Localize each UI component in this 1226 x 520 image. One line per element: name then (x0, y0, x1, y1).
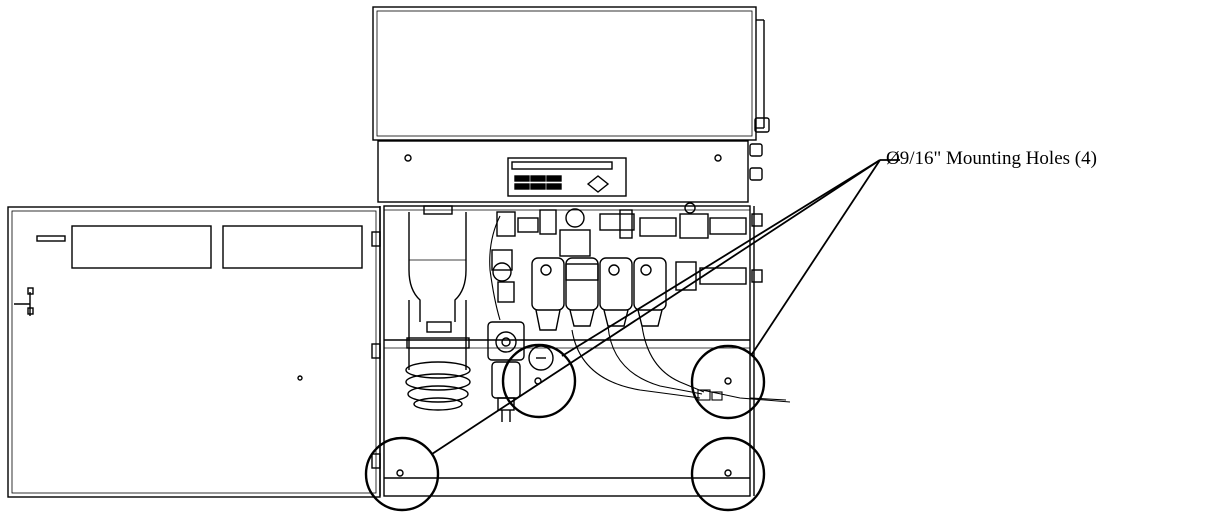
mounting-holes-label: Ø9/16" Mounting Holes (4) (886, 148, 1097, 169)
callout-circle-bottom-right (690, 436, 766, 512)
callout-circle-bottom-left (364, 436, 440, 512)
leader-line-bottom-left (431, 159, 881, 455)
mounting-hole-upper-right (724, 377, 732, 385)
opened-door (7, 206, 381, 498)
raised-lid (372, 6, 770, 141)
leader-line-upper-left (561, 159, 881, 357)
callout-circle-upper-left (501, 343, 577, 419)
leader-lines (431, 159, 900, 455)
display-panel (507, 157, 627, 197)
leader-line-upper-right (751, 159, 881, 355)
left-regulator (487, 321, 554, 422)
callout-circle-upper-right (690, 344, 766, 420)
hoses (489, 215, 791, 403)
control-panel-header (377, 140, 763, 203)
upper-manifold (491, 202, 747, 303)
vertical-pipe (405, 205, 471, 411)
mounting-hole-bottom-right (724, 469, 732, 477)
mounting-hole-bottom-left (396, 469, 404, 477)
filter-bank (531, 208, 667, 331)
callout-circles (364, 343, 766, 512)
